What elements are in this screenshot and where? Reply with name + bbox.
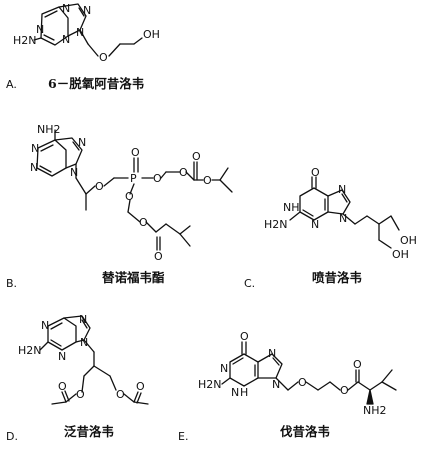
compound-name: 伐昔洛韦 (280, 424, 330, 439)
atom-o: O (353, 358, 362, 371)
atom-n: N (338, 183, 346, 196)
atom-h2n: H2N (198, 378, 222, 391)
atom-n: N (36, 23, 44, 36)
atom-n: N (76, 26, 84, 39)
atom-n: N (231, 386, 239, 399)
atom-o: O (125, 190, 134, 203)
atom-n: N (31, 142, 39, 155)
compound-name: 喷昔洛韦 (312, 270, 362, 285)
atom-o: O (311, 166, 320, 179)
compound-name: 泛昔洛韦 (64, 424, 114, 439)
structure-d: N N N N H2N O O O O (18, 313, 149, 405)
structure-b: NH2 N N N N O P O O O O O O O O (30, 123, 233, 263)
atom-o: O (131, 146, 140, 159)
compound-name: 6－脱氧阿昔洛韦 (48, 76, 144, 91)
atom-n: N (78, 136, 86, 149)
atom-n: N (268, 347, 276, 360)
atom-n: N (79, 313, 87, 326)
atom-h2n: H2N (13, 34, 37, 47)
option-letter: C. (244, 277, 255, 290)
atom-oh: OH (400, 234, 417, 247)
atom-o: O (154, 250, 163, 263)
atom-o: O (58, 380, 67, 393)
option-letter: E. (178, 430, 188, 443)
atom-n: N (83, 4, 91, 17)
atom-n: N (70, 166, 78, 179)
atom-nh: H (240, 386, 248, 399)
atom-h2n: H2N (264, 218, 288, 231)
atom-nh2: NH2 (37, 123, 61, 136)
option-letter: B. (6, 277, 17, 290)
atom-nh: NH (283, 201, 300, 214)
structure-c: O NH N N N H2N OH OH (264, 166, 417, 261)
atom-oh: OH (143, 28, 160, 41)
atom-o: O (192, 150, 201, 163)
atom-n: N (58, 350, 66, 363)
atom-n: N (41, 319, 49, 332)
atom-o: O (116, 388, 125, 401)
atom-n: N (311, 218, 319, 231)
atom-o: O (136, 380, 145, 393)
atom-n: N (62, 33, 70, 46)
atom-o: O (153, 172, 162, 185)
atom-n: N (339, 212, 347, 225)
atom-h2n: H2N (18, 344, 42, 357)
atom-o: O (179, 166, 188, 179)
atom-n: N (220, 362, 228, 375)
atom-o: O (139, 216, 148, 229)
atom-o: O (95, 180, 104, 193)
compound-name: 替诺福韦酯 (102, 270, 165, 285)
atom-oh: OH (392, 248, 409, 261)
atom-o: O (298, 376, 307, 389)
atom-o: O (99, 51, 108, 64)
atom-n: N (30, 161, 38, 174)
atom-nh2: NH2 (363, 404, 387, 417)
option-letter: D. (6, 430, 18, 443)
atom-n: N (272, 378, 280, 391)
atom-o: O (240, 330, 249, 343)
atom-o: O (340, 384, 349, 397)
structure-e: O N N H N N H2N O O O NH2 (198, 330, 397, 417)
atom-n: N (62, 2, 70, 15)
atom-p: P (130, 172, 137, 185)
option-letter: A. (6, 78, 17, 91)
atom-o: O (203, 174, 212, 187)
atom-n: N (80, 336, 88, 349)
structure-a: N N N N N H2N O OH (13, 2, 160, 64)
atom-o: O (76, 388, 85, 401)
